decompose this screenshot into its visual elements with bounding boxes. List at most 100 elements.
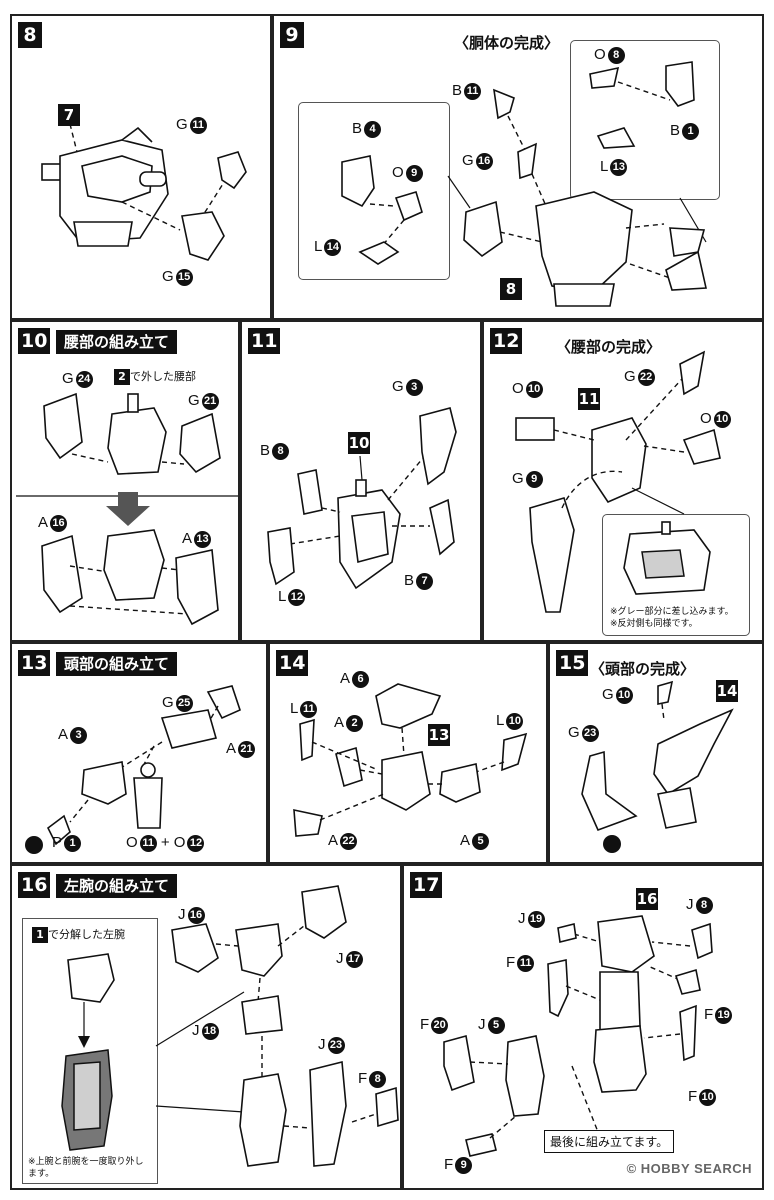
- note-opposite-side: ※反対側も同様です。: [610, 619, 698, 629]
- step-title: 左腕の組み立て: [56, 874, 178, 898]
- assembly-illustration: [25, 685, 241, 854]
- step-number: 11: [248, 328, 281, 354]
- step-number: 8: [18, 22, 42, 48]
- part-reference: 10: [348, 432, 370, 454]
- step-heading: 〈胴体の完成〉: [454, 34, 560, 52]
- assembly-illustration: [41, 123, 247, 261]
- part-reference: 8: [500, 278, 522, 300]
- step-number: 16: [18, 872, 51, 898]
- assemble-last-box: 最後に組み立てます。: [544, 1130, 675, 1153]
- step-number: 10: [18, 328, 51, 354]
- assembly-illustration: [16, 392, 238, 626]
- watermark: © HOBBY SEARCH: [626, 1161, 752, 1176]
- step-number: 14: [276, 650, 309, 676]
- assembly-illustration: [267, 407, 457, 590]
- callout-right: [570, 40, 720, 200]
- assembly-illustration: [293, 683, 528, 837]
- part-reference: 13: [428, 724, 450, 746]
- step-number: 9: [280, 22, 304, 48]
- step-number: 13: [18, 650, 51, 676]
- assembly-illustration: [581, 680, 734, 853]
- assemble-last-text: 最後に組み立てます。: [550, 1135, 669, 1149]
- assembly-illustration: [515, 350, 721, 613]
- note-insert: ※グレー部分に差し込みます。: [610, 607, 734, 617]
- step-number: 17: [410, 872, 443, 898]
- step-title: 腰部の組み立て: [56, 330, 178, 354]
- note-detach-arm: ※上腕と前腕を一度取り外します。: [28, 1157, 144, 1179]
- part-reference: 7: [58, 104, 80, 126]
- part-reference: 14: [716, 680, 738, 702]
- step-number: 15: [556, 650, 589, 676]
- step-number: 12: [490, 328, 523, 354]
- part-reference: 11: [578, 388, 600, 410]
- assembly-illustration: [341, 61, 707, 307]
- assembly-illustration: [443, 915, 713, 1157]
- assembly-illustration: [61, 885, 399, 1167]
- step-heading: 〈頭部の完成〉: [590, 660, 696, 678]
- part-reference: 16: [636, 888, 658, 910]
- step-heading: 〈腰部の完成〉: [556, 338, 662, 356]
- step-title: 頭部の組み立て: [56, 652, 178, 676]
